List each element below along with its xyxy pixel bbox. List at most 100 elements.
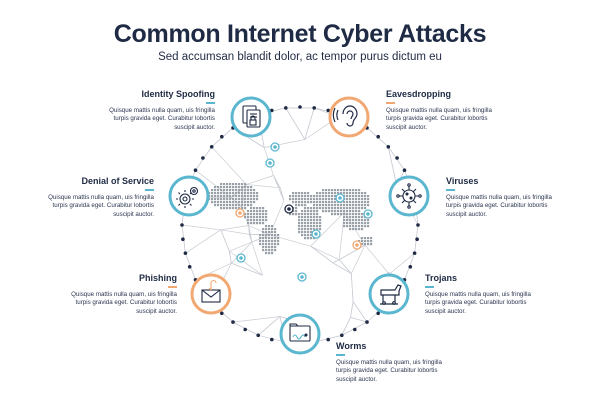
map-dot — [298, 198, 301, 201]
map-dot — [277, 237, 280, 240]
map-dot — [352, 213, 355, 216]
map-dot — [217, 195, 220, 198]
map-dot — [232, 195, 235, 198]
mesh-line — [185, 229, 221, 254]
map-dot — [271, 234, 274, 237]
mesh-line — [264, 139, 305, 148]
map-dot — [229, 195, 232, 198]
map-dot — [265, 237, 268, 240]
map-dot — [250, 186, 253, 189]
ring-dot — [376, 134, 381, 139]
map-dot — [355, 228, 358, 231]
map-dot — [304, 204, 307, 207]
network-node-core — [314, 232, 318, 236]
map-dot — [259, 207, 262, 210]
network-node-core — [300, 275, 304, 279]
mesh-line — [232, 316, 280, 323]
map-dot — [259, 219, 262, 222]
map-dot — [313, 216, 316, 219]
map-dot — [304, 195, 307, 198]
map-dot — [292, 213, 295, 216]
map-dot — [340, 207, 343, 210]
map-dot — [316, 210, 319, 213]
map-dot — [322, 201, 325, 204]
map-dot — [268, 249, 271, 252]
map-dot — [364, 201, 367, 204]
map-dot — [316, 201, 319, 204]
map-dot — [316, 204, 319, 207]
map-dot — [220, 183, 223, 186]
map-dot — [262, 249, 265, 252]
map-dot — [211, 189, 214, 192]
map-dot — [268, 243, 271, 246]
map-dot — [319, 195, 322, 198]
map-dot — [235, 201, 238, 204]
map-dot — [265, 231, 268, 234]
map-dot — [316, 228, 319, 231]
mesh-line — [248, 225, 250, 235]
map-dot — [313, 204, 316, 207]
map-dot — [226, 195, 229, 198]
map-dot — [316, 195, 319, 198]
map-dot — [355, 204, 358, 207]
ring-dot — [231, 320, 235, 324]
ring-dot — [284, 106, 288, 110]
worms-title: Worms — [336, 341, 367, 351]
map-dot — [367, 204, 370, 207]
map-dot — [304, 234, 307, 237]
map-dot — [361, 198, 364, 201]
map-dot — [340, 213, 343, 216]
map-dot — [301, 225, 304, 228]
map-dot — [361, 213, 364, 216]
map-dot — [241, 204, 244, 207]
envelope-hook-icon — [201, 279, 221, 303]
map-dot — [304, 222, 307, 225]
map-dot — [295, 204, 298, 207]
map-dot — [340, 210, 343, 213]
map-dot — [310, 198, 313, 201]
map-dot — [247, 198, 250, 201]
ear-icon — [332, 105, 358, 127]
map-dot — [226, 201, 229, 204]
map-dot — [268, 234, 271, 237]
map-dot — [301, 231, 304, 234]
map-dot — [247, 210, 250, 213]
map-dot — [361, 207, 364, 210]
map-dot — [274, 237, 277, 240]
map-dot — [217, 201, 220, 204]
ring-dot — [353, 327, 357, 332]
map-dot — [262, 231, 265, 234]
worms-underline — [336, 354, 345, 356]
map-dot — [214, 195, 217, 198]
map-dot — [235, 192, 238, 195]
map-dot — [298, 231, 301, 234]
map-dot — [274, 243, 277, 246]
map-dot — [310, 237, 313, 240]
ring-dot — [180, 223, 184, 227]
map-dot — [259, 213, 262, 216]
map-dot — [295, 201, 298, 204]
map-dot — [235, 186, 238, 189]
map-dot — [325, 195, 328, 198]
map-dot — [319, 228, 322, 231]
map-dot — [358, 189, 361, 192]
map-dot — [253, 207, 256, 210]
map-dot — [253, 201, 256, 204]
map-dot — [331, 213, 334, 216]
map-dot — [268, 252, 271, 255]
map-dot — [352, 195, 355, 198]
map-dot — [271, 240, 274, 243]
map-dot — [307, 213, 310, 216]
map-dot — [274, 249, 277, 252]
map-dot — [316, 219, 319, 222]
map-dot — [265, 234, 268, 237]
network-node-core — [338, 196, 342, 200]
map-dot — [232, 192, 235, 195]
ring-dot — [209, 145, 214, 149]
mesh-line — [211, 146, 247, 185]
map-dot — [355, 207, 358, 210]
map-dot — [334, 201, 337, 204]
map-dot — [259, 216, 262, 219]
map-dot — [223, 201, 226, 204]
mesh-line — [389, 252, 415, 275]
